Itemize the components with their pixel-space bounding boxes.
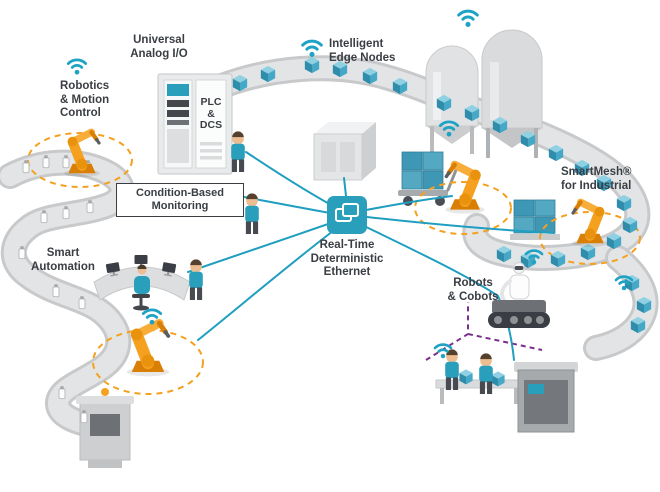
label-robots-cobots: Robots & Cobots — [447, 277, 499, 303]
worker-with-tablet — [245, 193, 259, 234]
worker-at-desk — [189, 259, 203, 300]
robot-arm-right — [445, 165, 484, 214]
label-universal-analog-io: Universal Analog I/O — [130, 34, 188, 60]
label-condition-based-monitoring: Condition-Based Monitoring — [116, 183, 244, 217]
label-smart-automation: Smart Automation — [31, 247, 95, 273]
blue-cubes — [232, 56, 652, 387]
wifi-icon — [301, 39, 323, 59]
wifi-icon — [66, 58, 88, 77]
smartmesh-pallet — [510, 199, 560, 240]
agv-path — [425, 302, 543, 361]
label-robotics-motion-control: Robotics & Motion Control — [60, 80, 110, 120]
label-real-time-deterministic-ethernet: Real-Time Deterministic Ethernet — [310, 239, 384, 279]
worker-at-cabinet — [231, 131, 245, 172]
robot-arm-bottom — [127, 323, 170, 376]
label-smartmesh-for-industrial: SmartMesh® for Industrial — [561, 166, 632, 192]
filling-machine — [76, 388, 134, 468]
plc-cabinet — [157, 73, 233, 175]
network-switch-icon — [334, 201, 360, 230]
storage-silos — [425, 29, 543, 158]
cobot-agv — [488, 262, 550, 328]
pallet-cart — [398, 151, 458, 206]
process-machine — [313, 122, 376, 181]
wifi-icon — [457, 9, 479, 29]
label-plc-dcs: PLC & DCS — [199, 96, 223, 132]
ethernet-center-node — [327, 196, 367, 234]
label-intelligent-edge-nodes: Intelligent Edge Nodes — [329, 38, 396, 64]
operator-at-desk — [132, 264, 150, 311]
packing-station — [435, 362, 578, 433]
robot-cell-boundaries — [27, 132, 641, 395]
control-desk — [93, 255, 191, 311]
